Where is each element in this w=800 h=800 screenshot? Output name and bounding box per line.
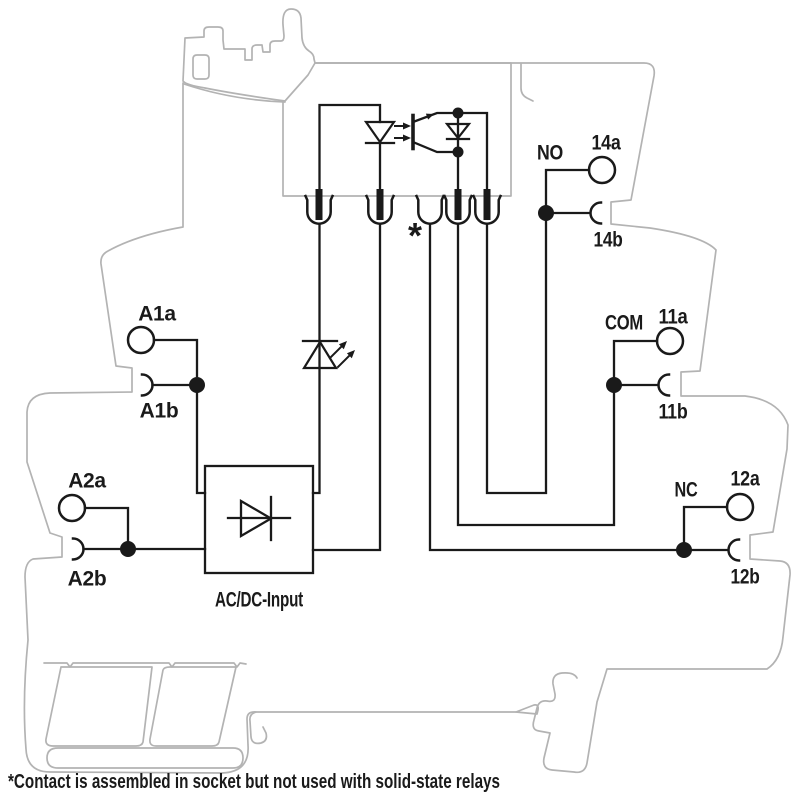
wire-14a — [544, 168, 591, 207]
status-led-ray-2 — [336, 353, 352, 369]
footnote: *Contact is assembled in socket but not … — [8, 771, 500, 793]
socket-contacts — [303, 194, 503, 225]
phototransistor-arrow — [425, 113, 434, 120]
optocoupler-led-icon — [363, 120, 397, 144]
label-no: NO — [537, 142, 563, 165]
label-12b: 12b — [731, 566, 760, 589]
opto-light-arrow-2 — [403, 134, 411, 142]
label-a2a: A2a — [68, 470, 106, 493]
wire-rectifier-to-led — [311, 222, 321, 495]
foot-panel-left — [45, 666, 153, 747]
socket-contact-1 — [303, 194, 335, 225]
housing-right-profile — [310, 62, 791, 774]
terminal-12a — [725, 492, 755, 522]
wire-socket5-to-no — [485, 219, 548, 495]
opto-light-arrow-1 — [403, 122, 411, 130]
wire-12a — [682, 505, 729, 544]
terminal-A2a — [57, 493, 87, 523]
terminal-14a — [587, 155, 617, 185]
release-clip — [182, 8, 316, 102]
label-a1a: A1a — [138, 303, 176, 326]
label-14a: 14a — [592, 132, 622, 155]
label-11a: 11a — [659, 306, 689, 329]
terminal-11a — [655, 326, 685, 356]
junction-opto-bottom — [452, 146, 464, 158]
socket-contact-2 — [364, 194, 396, 225]
wire-rectifier-passthrough — [311, 222, 382, 552]
foot-slot — [46, 747, 244, 769]
protection-diode-icon — [444, 122, 472, 140]
terminal-11b — [657, 373, 671, 397]
pin-2 — [376, 189, 384, 220]
head-inner-step — [520, 63, 534, 102]
status-led-ray-arrow-1 — [338, 341, 347, 350]
release-clip-hole — [192, 54, 210, 80]
junction-opto-top — [452, 107, 464, 119]
din-rail-tab — [515, 704, 540, 715]
pin-1 — [315, 189, 323, 220]
wire-socket3-to-nc — [428, 222, 678, 552]
label-a1b: A1b — [140, 400, 179, 423]
label-com: COM — [605, 312, 643, 335]
status-led-ray-1 — [328, 344, 344, 360]
label-a2b: A2b — [68, 568, 107, 591]
label-rectifier: AC/DC-Input — [215, 589, 303, 612]
wire-a1-to-rectifier — [195, 391, 207, 495]
junction-nc — [676, 542, 692, 558]
housing-outline — [23, 8, 791, 774]
release-clip-undercurve — [183, 83, 286, 103]
labels: A1a A1b A2a A2b NO 14a 14b COM 11a 11b N… — [8, 132, 760, 794]
wire-opto-anode — [318, 103, 382, 194]
status-led-icon — [302, 339, 338, 370]
junction-a1 — [189, 377, 205, 393]
wire-a1a — [152, 338, 199, 378]
foot-panel-right — [149, 666, 237, 747]
label-12a: 12a — [731, 468, 761, 491]
status-led-ray-arrow-2 — [346, 350, 355, 359]
label-nc: NC — [675, 479, 698, 502]
asterisk-marker: * — [408, 215, 422, 256]
junction-com — [606, 377, 622, 393]
wire-11a — [612, 339, 659, 379]
wire-socket4-to-com — [456, 222, 616, 527]
terminal-A1a — [126, 325, 156, 355]
terminal-14b — [589, 201, 603, 225]
pin-5 — [483, 189, 491, 220]
terminal-A1b — [140, 373, 154, 397]
phototransistor-emitter — [411, 140, 460, 154]
terminal-12b — [727, 538, 741, 562]
pin-4 — [454, 189, 462, 220]
wire-a2a — [83, 506, 130, 543]
rectifier-box — [203, 464, 315, 575]
socket-pins — [315, 189, 491, 220]
junction-no — [538, 205, 554, 221]
label-11b: 11b — [659, 401, 688, 424]
terminal-A2b — [71, 537, 85, 561]
label-14b: 14b — [594, 229, 623, 252]
rectifier-diode-icon — [239, 498, 274, 539]
circuit — [57, 103, 755, 575]
electronics-box-outline — [282, 62, 512, 197]
housing-left-profile — [23, 82, 268, 774]
junction-a2 — [120, 541, 136, 557]
